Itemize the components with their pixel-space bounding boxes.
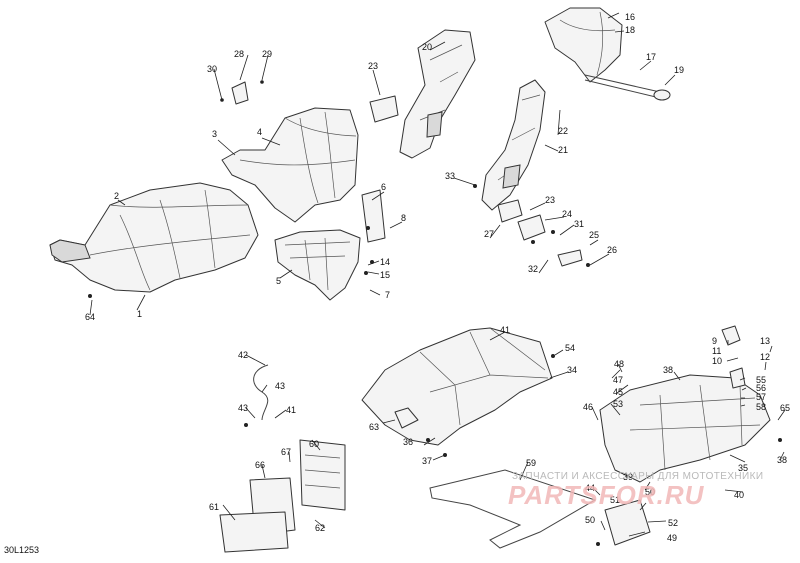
callout: 61 (209, 502, 219, 512)
callout: 55 (756, 375, 766, 385)
callout: 46 (583, 402, 593, 412)
callout: 42 (238, 350, 248, 360)
callout: 35 (738, 463, 748, 473)
callout: 26 (607, 245, 617, 255)
callout: 63 (369, 422, 379, 432)
callout: 47 (613, 375, 623, 385)
callout: 56 (756, 383, 766, 393)
callout: 3 (212, 129, 217, 139)
callout: 38 (663, 365, 673, 375)
callout: 44 (585, 483, 595, 493)
callout: 5 (276, 276, 281, 286)
callout: 50 (645, 487, 655, 497)
callout: 8 (401, 213, 406, 223)
callout: 15 (380, 270, 390, 280)
callout: 64 (85, 312, 95, 322)
callout: 41 (500, 325, 510, 335)
callout: 43 (238, 403, 248, 413)
callout: 28 (234, 49, 244, 59)
callout: 6 (381, 182, 386, 192)
callout: 43 (275, 381, 285, 391)
callout: 33 (445, 171, 455, 181)
callout: 32 (528, 264, 538, 274)
diagram-code: 30L1253 (4, 545, 40, 555)
callout: 58 (756, 402, 766, 412)
callout: 1 (137, 309, 142, 319)
watermark-logo: PARTSFOR.RU (508, 480, 705, 510)
callout: 2 (114, 191, 119, 201)
callout: 60 (309, 439, 319, 449)
callout: 31 (574, 219, 584, 229)
callout: 16 (625, 12, 635, 22)
callout: 36 (403, 437, 413, 447)
callout: 29 (262, 49, 272, 59)
callout: 54 (565, 343, 575, 353)
callout: 66 (255, 460, 265, 470)
callout: 10 (712, 356, 722, 366)
callout: 39 (623, 472, 633, 482)
callout: 11 (712, 346, 721, 356)
callout: 27 (484, 229, 494, 239)
callout: 57 (756, 392, 766, 402)
callout: 51 (610, 495, 620, 505)
callout: 62 (315, 523, 325, 533)
parts-artwork (49, 7, 786, 553)
callout: 7 (385, 290, 390, 300)
callout: 25 (589, 230, 599, 240)
callout: 23 (368, 61, 378, 71)
watermark-text: ЗАПЧАСТИ И АКСЕССУАРЫ ДЛЯ МОТОТЕХНИКИ (512, 471, 764, 482)
callout: 67 (281, 447, 291, 457)
callout: 17 (646, 52, 656, 62)
callout: 65 (780, 403, 790, 413)
callout: 45 (613, 387, 623, 397)
callout: 19 (674, 65, 684, 75)
callout: 49 (667, 533, 677, 543)
callout: 14 (380, 257, 390, 267)
callout: 18 (625, 25, 635, 35)
callout: 20 (422, 42, 432, 52)
callout: 9 (712, 336, 717, 346)
callout: 23 (545, 195, 555, 205)
callout: 13 (760, 336, 770, 346)
callout: 24 (562, 209, 572, 219)
callout-labels: 1 2 3 4 5 6 7 8 9 10 11 12 13 14 15 16 1… (85, 12, 790, 543)
callout: 40 (734, 490, 744, 500)
callout: 22 (558, 126, 568, 136)
callout: 52 (668, 518, 678, 528)
callout: 4 (257, 127, 262, 137)
callout: 38 (777, 455, 787, 465)
callout: 12 (760, 352, 770, 362)
callout: 30 (207, 64, 217, 74)
callout: 53 (613, 399, 623, 409)
callout: 50 (585, 515, 595, 525)
callout: 34 (567, 365, 577, 375)
callout: 37 (422, 456, 432, 466)
callout: 21 (558, 145, 568, 155)
callout: 41 (286, 405, 296, 415)
callout: 59 (526, 458, 536, 468)
callout: 48 (614, 359, 624, 369)
